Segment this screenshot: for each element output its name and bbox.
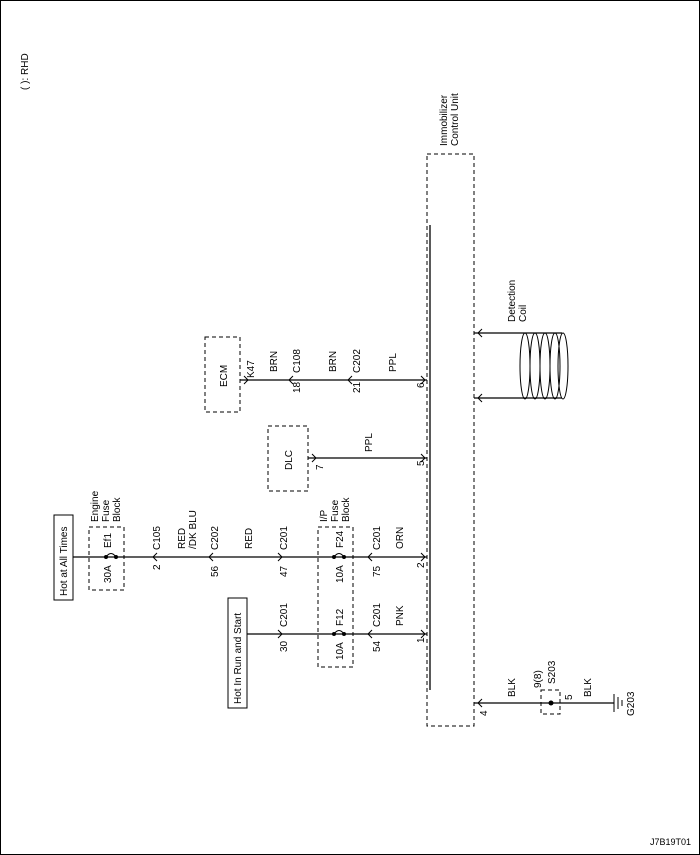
fuse-f12-rating: 10A	[335, 642, 346, 660]
c202-pin-21: 21	[352, 381, 363, 393]
immobilizer-control-unit-label: ImmobilizerControl Unit	[439, 93, 461, 146]
c105-pin: 2	[152, 564, 163, 570]
ip-fuse-block-box	[317, 526, 354, 668]
s203-label: S203	[547, 660, 558, 684]
wire-pnk: PNK	[395, 605, 406, 626]
fuse-ef1-name: Ef1	[103, 533, 114, 548]
hot-in-run-and-start-box	[227, 597, 248, 709]
wire-orn: ORN	[395, 527, 406, 549]
immobilizer-control-unit-box	[426, 153, 475, 727]
c201-pin-47: 47	[279, 565, 290, 577]
s203-pin-9: 9(8)	[533, 670, 544, 688]
c201-pin-54: 54	[372, 640, 383, 652]
icu-pin-5: 5	[416, 460, 427, 466]
c202-label-a: C202	[352, 349, 363, 373]
g203-label: G203	[626, 691, 637, 716]
hot-in-run-and-start-label: Hot In Run and Start	[233, 613, 244, 704]
figure-id: J7B19T01	[650, 837, 691, 847]
s203-pin-5: 5	[564, 694, 575, 700]
dlc-label: DLC	[284, 450, 295, 470]
icu-pin-1: 1	[416, 637, 427, 643]
wire-blk-1: BLK	[507, 678, 518, 697]
icu-pin-6: 6	[416, 382, 427, 388]
c201-label-a: C201	[279, 526, 290, 550]
detection-coil	[474, 328, 569, 403]
hot-at-all-times-label: Hot at All Times	[59, 527, 70, 596]
c201-label-c: C201	[279, 603, 290, 627]
c108-pin: 18	[292, 381, 303, 393]
c105-label: C105	[152, 526, 163, 550]
c201-pin-75: 75	[372, 565, 383, 577]
wire-red-dk-blu: RED/DK BLU	[177, 510, 199, 549]
engine-fuse-block-box	[88, 526, 125, 591]
wire-ppl-2: PPL	[364, 433, 375, 452]
fuse-f24-rating: 10A	[335, 565, 346, 583]
c108-label: C108	[292, 349, 303, 373]
ecm-pin-k47: K47	[246, 360, 257, 378]
rhd-legend: ( ): RHD	[20, 53, 31, 90]
wire-ppl-1: PPL	[388, 353, 399, 372]
wire-blk-2: BLK	[583, 678, 594, 697]
icu-pin-4: 4	[479, 710, 490, 716]
wire-red: RED	[244, 528, 255, 549]
icu-pin-2: 2	[416, 562, 427, 568]
c202-label-b: C202	[210, 526, 221, 550]
c202-pin-56: 56	[210, 565, 221, 577]
wire-brn-2: BRN	[328, 351, 339, 372]
s203-box	[540, 689, 561, 715]
c201-label-b: C201	[372, 526, 383, 550]
ecm-label: ECM	[219, 365, 230, 387]
engine-fuse-block-label: EngineFuseBlock	[90, 490, 123, 522]
wire-brn-1: BRN	[269, 351, 280, 372]
c201-pin-30: 30	[279, 640, 290, 652]
detection-coil-label: DetectionCoil	[507, 280, 529, 322]
ip-fuse-block-label: I/PFuseBlock	[319, 497, 352, 522]
fuse-ef1-rating: 30A	[103, 565, 114, 583]
ground-symbol	[613, 694, 623, 712]
ecm-box	[204, 336, 241, 413]
c201-label-d: C201	[372, 603, 383, 627]
s203-splice	[548, 700, 554, 706]
dlc-pin-7: 7	[315, 464, 326, 470]
fuse-f24-name: F24	[335, 530, 346, 548]
fuse-f12-name: F12	[335, 608, 346, 626]
